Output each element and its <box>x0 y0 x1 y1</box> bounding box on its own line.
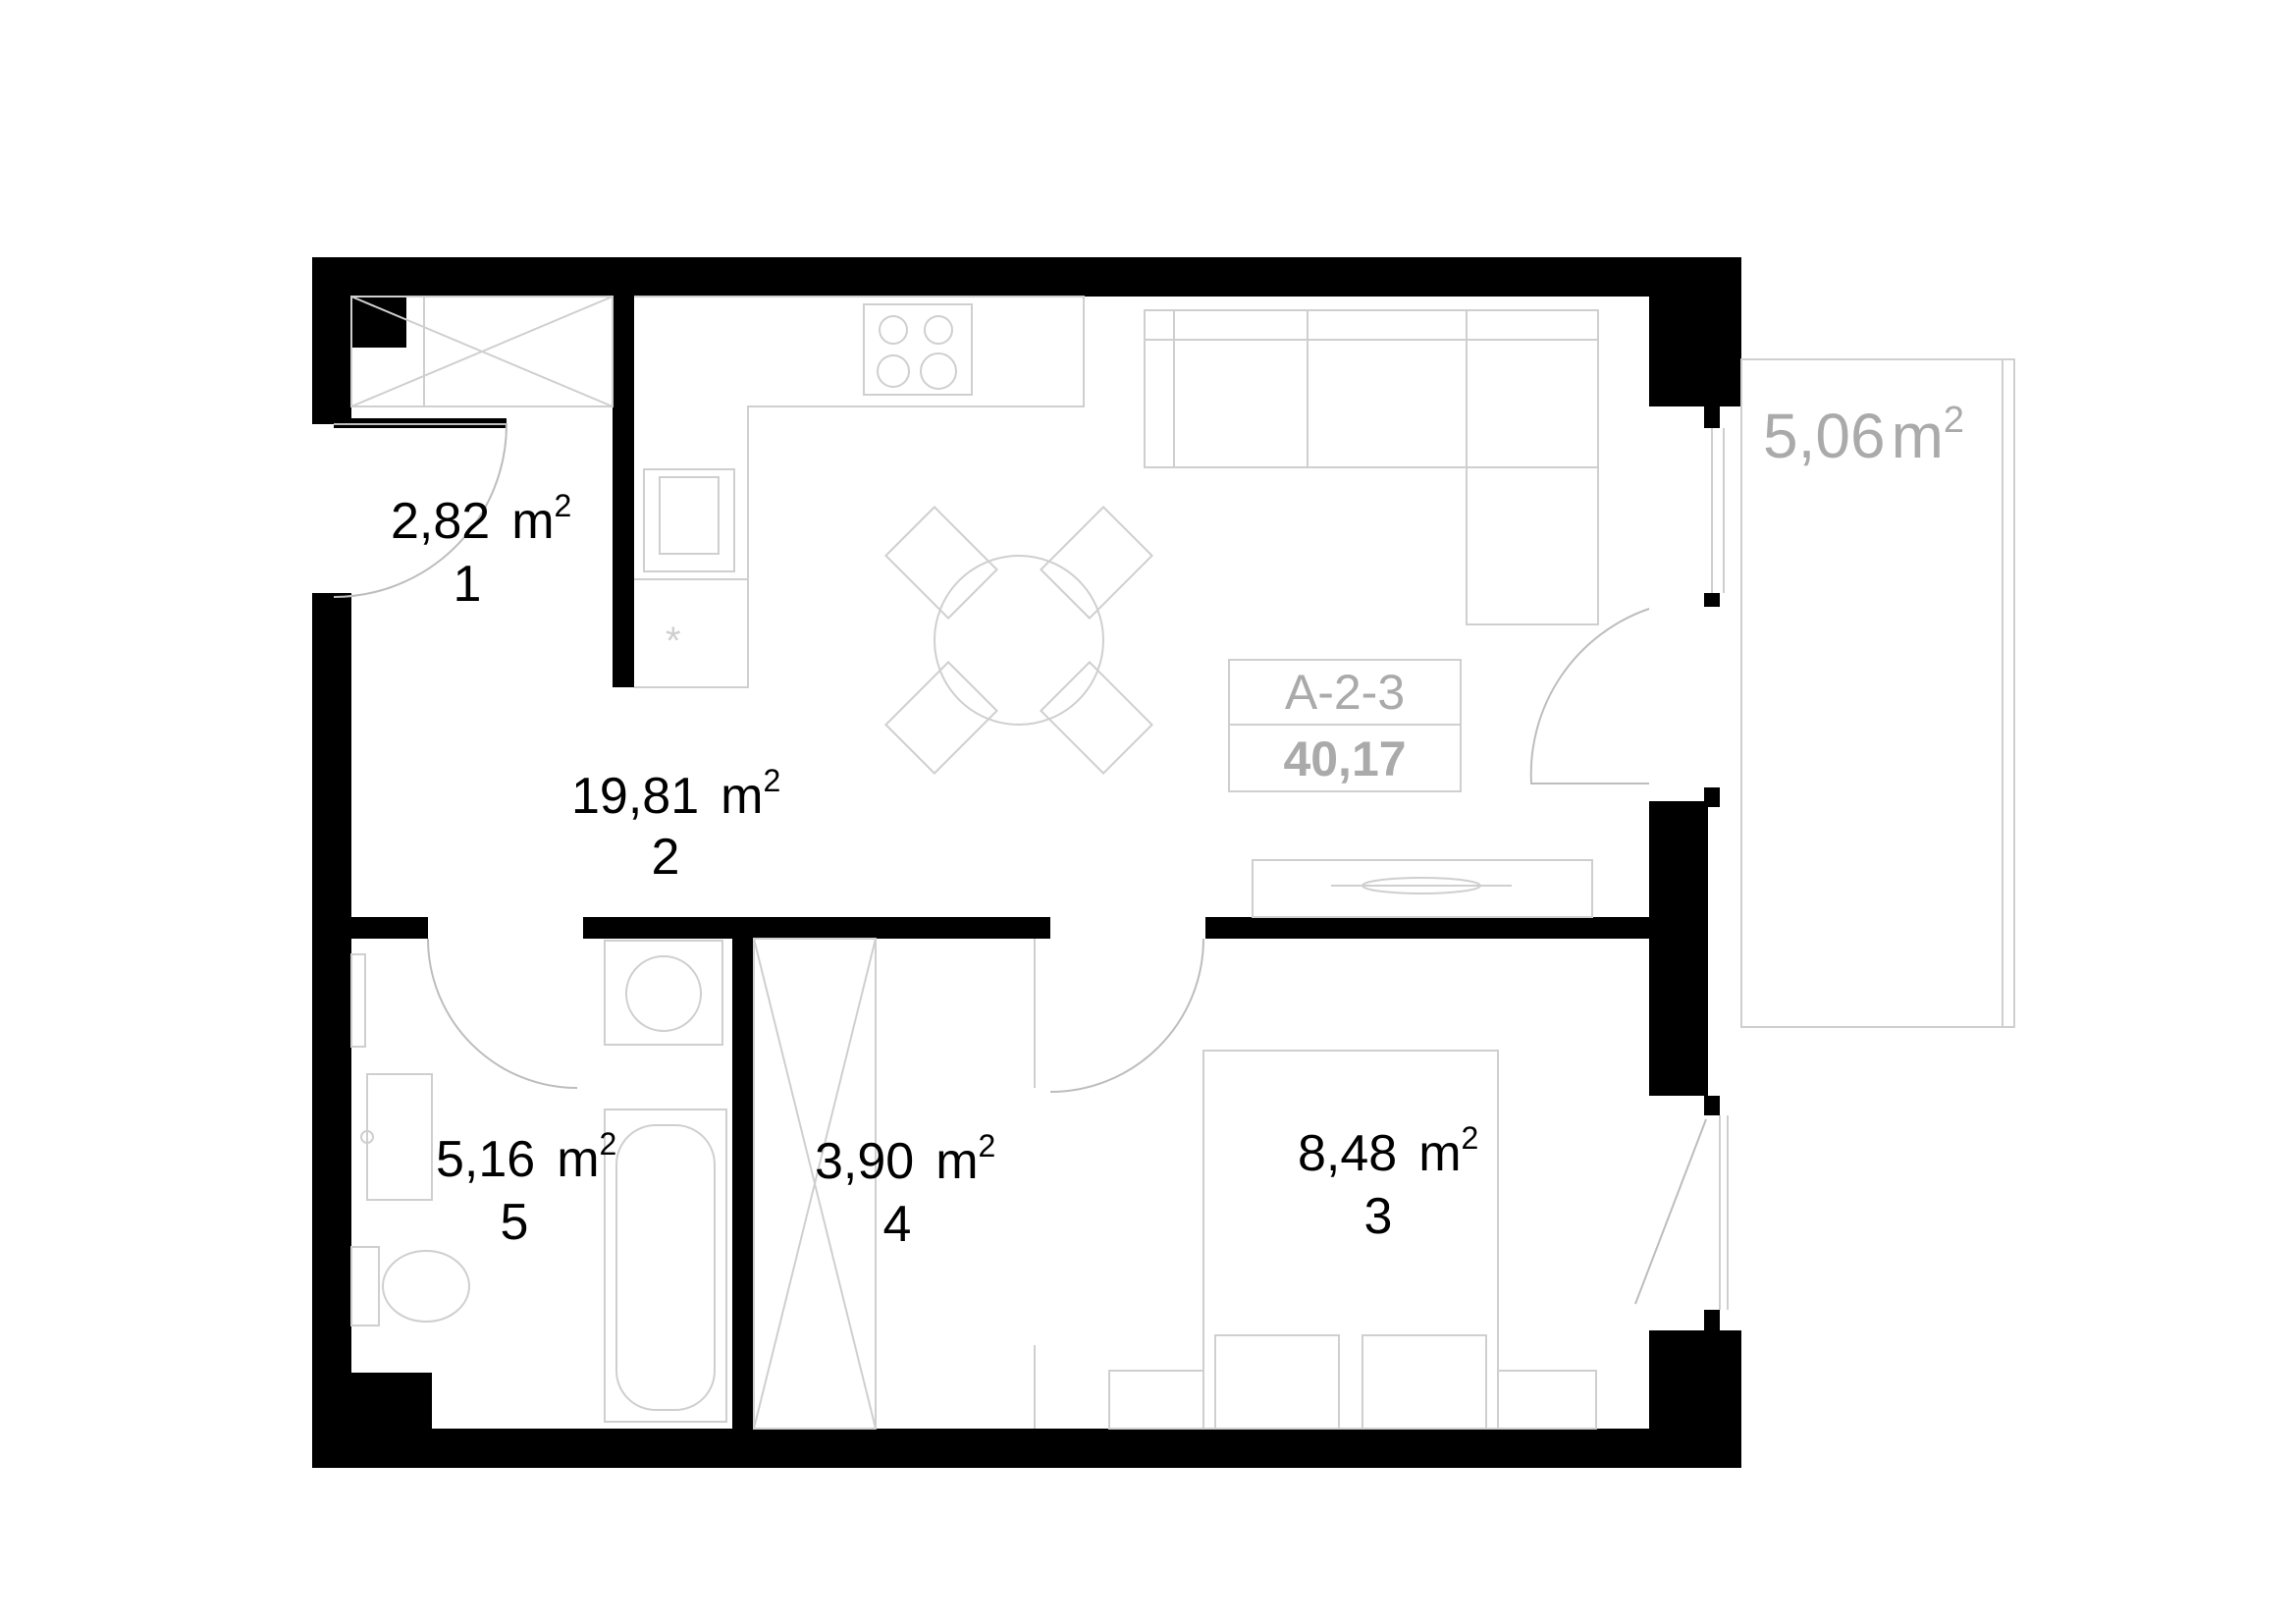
chair-1 <box>884 506 998 620</box>
nightstand-right <box>1497 1370 1597 1430</box>
washbasin <box>366 1073 433 1201</box>
kitchen-counter <box>634 296 1085 688</box>
wall-bath-top-right <box>583 917 1050 939</box>
wall-left-upper <box>312 257 351 424</box>
apartment-total-area: 40,17 <box>1283 731 1406 786</box>
window-post-1 <box>1704 406 1720 428</box>
wall-right-bottom <box>1649 1330 1741 1468</box>
wall-right-middle <box>1649 801 1708 1096</box>
chair-3 <box>884 661 998 775</box>
burner-4 <box>920 352 957 390</box>
sofa-chaise <box>1466 466 1599 625</box>
pillow-right <box>1362 1334 1487 1430</box>
toilet <box>382 1250 470 1323</box>
interior-walls <box>312 297 1649 1429</box>
wardrobe-closet <box>753 938 877 1430</box>
wall-top <box>312 257 1741 297</box>
closet-furniture <box>753 938 1036 1430</box>
pillow-left <box>1214 1334 1340 1430</box>
shaft-bottom-left <box>351 1373 432 1429</box>
wall-left-lower <box>312 922 351 1468</box>
dining-set <box>884 506 1153 775</box>
balcony-outline <box>1740 358 2015 1028</box>
window-post-2 <box>1704 593 1720 607</box>
bed <box>1202 1050 1499 1430</box>
tv-stand <box>1252 859 1593 918</box>
svg-text:2: 2 <box>652 829 680 886</box>
cooktop <box>863 303 973 396</box>
door-room-1 <box>333 423 508 598</box>
sofa-body <box>1144 309 1599 468</box>
wall-bottom <box>312 1429 1741 1468</box>
wall-room1-right <box>613 297 634 687</box>
wall-bath-top-left <box>312 917 428 939</box>
wall-left-middle <box>312 593 351 922</box>
bathtub <box>604 1109 727 1423</box>
cabinet <box>350 953 366 1048</box>
apartment-badge: A-2-3 40,17 <box>1228 659 1462 792</box>
balcony: 5,06m2 <box>1711 358 2015 1028</box>
wall-bedroom-top <box>1205 917 1649 939</box>
bedroom-furniture <box>1049 938 1729 1430</box>
apartment-code: A-2-3 <box>1285 665 1405 720</box>
window-post-5 <box>1704 1310 1720 1331</box>
burner-2 <box>924 315 953 345</box>
chair-2 <box>1040 506 1153 620</box>
kitchen-furniture: * <box>634 296 1085 688</box>
bathroom-furniture <box>350 938 727 1423</box>
sink-basin <box>659 476 720 555</box>
window-post-4 <box>1704 1096 1720 1115</box>
svg-text:3: 3 <box>1364 1188 1393 1245</box>
window-bedroom <box>1634 1118 1707 1305</box>
sofa <box>1144 309 1599 625</box>
shaft-top-left <box>351 297 406 348</box>
chair-4 <box>1040 661 1153 775</box>
washing-machine <box>604 940 723 1046</box>
window-post-3 <box>1704 787 1720 807</box>
sink <box>643 468 735 572</box>
svg-text:4: 4 <box>883 1196 912 1253</box>
door-bedroom <box>1049 938 1204 1093</box>
burner-1 <box>879 315 908 345</box>
nightstand-left <box>1108 1370 1204 1430</box>
fridge-icon: * <box>666 620 681 663</box>
outer-walls <box>312 257 1741 1468</box>
wall-bath-closet <box>732 939 754 1429</box>
room-1-furniture <box>333 296 614 598</box>
svg-text:1: 1 <box>454 556 482 613</box>
dining-table <box>934 555 1104 726</box>
door-balcony <box>1529 608 1650 784</box>
wall-right-top <box>1649 257 1741 406</box>
svg-text:5: 5 <box>501 1194 529 1251</box>
burner-3 <box>877 354 910 388</box>
door-bathroom <box>427 938 578 1089</box>
balcony-area: 5,06m2 <box>1763 400 1964 471</box>
wardrobe <box>350 296 614 407</box>
